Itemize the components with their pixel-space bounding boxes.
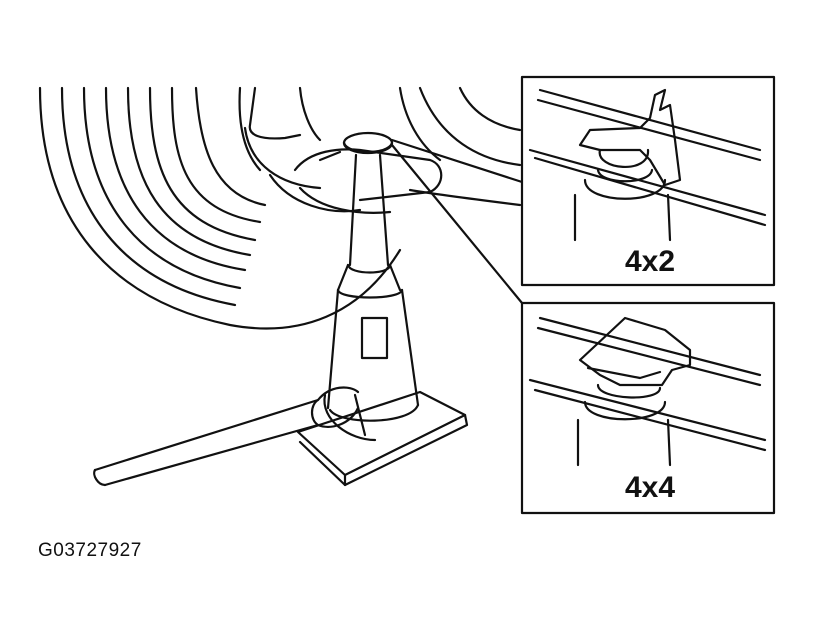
inset-label-4x4: 4x4 [625, 471, 675, 504]
wheel-hub [238, 86, 522, 213]
figure-code: G03727927 [38, 540, 142, 561]
axle-frame [293, 148, 522, 214]
bottle-jack [93, 131, 469, 487]
inset-label-4x2: 4x2 [625, 245, 675, 278]
inset-4x2: 4x2 [520, 75, 776, 287]
callout-lines [390, 138, 524, 305]
inset-4x4: 4x4 [520, 301, 776, 515]
tire [38, 86, 402, 330]
